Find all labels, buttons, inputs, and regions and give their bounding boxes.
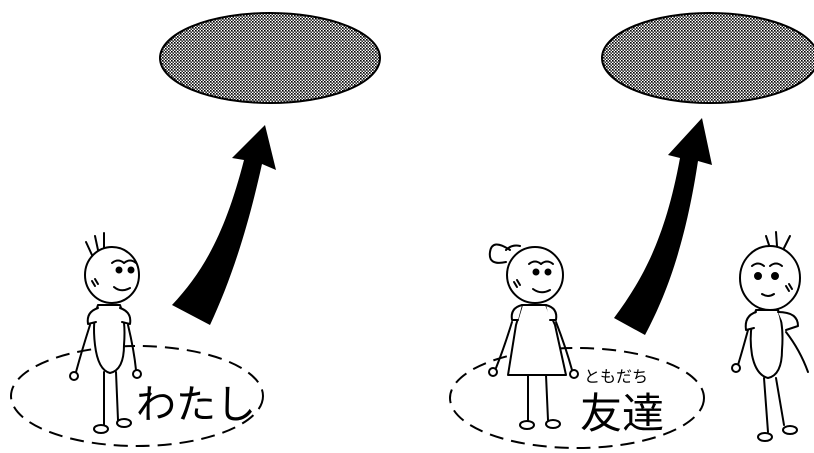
left-arrow — [172, 125, 276, 325]
right-panel: ともだち 友達 — [449, 12, 814, 449]
left-boy-figure — [69, 232, 142, 434]
left-ground-ellipse — [10, 345, 264, 447]
right-ground-ellipse — [449, 347, 705, 449]
left-thought-ellipse — [159, 12, 381, 104]
left-panel: わたし — [10, 12, 381, 447]
right-girl-figure — [488, 243, 579, 430]
right-boy-figure — [731, 231, 809, 442]
right-furigana: ともだち — [584, 367, 648, 386]
left-label: わたし — [136, 382, 256, 428]
right-label: 友達 — [580, 389, 664, 438]
right-arrow — [614, 118, 712, 335]
right-thought-ellipse — [601, 12, 814, 104]
